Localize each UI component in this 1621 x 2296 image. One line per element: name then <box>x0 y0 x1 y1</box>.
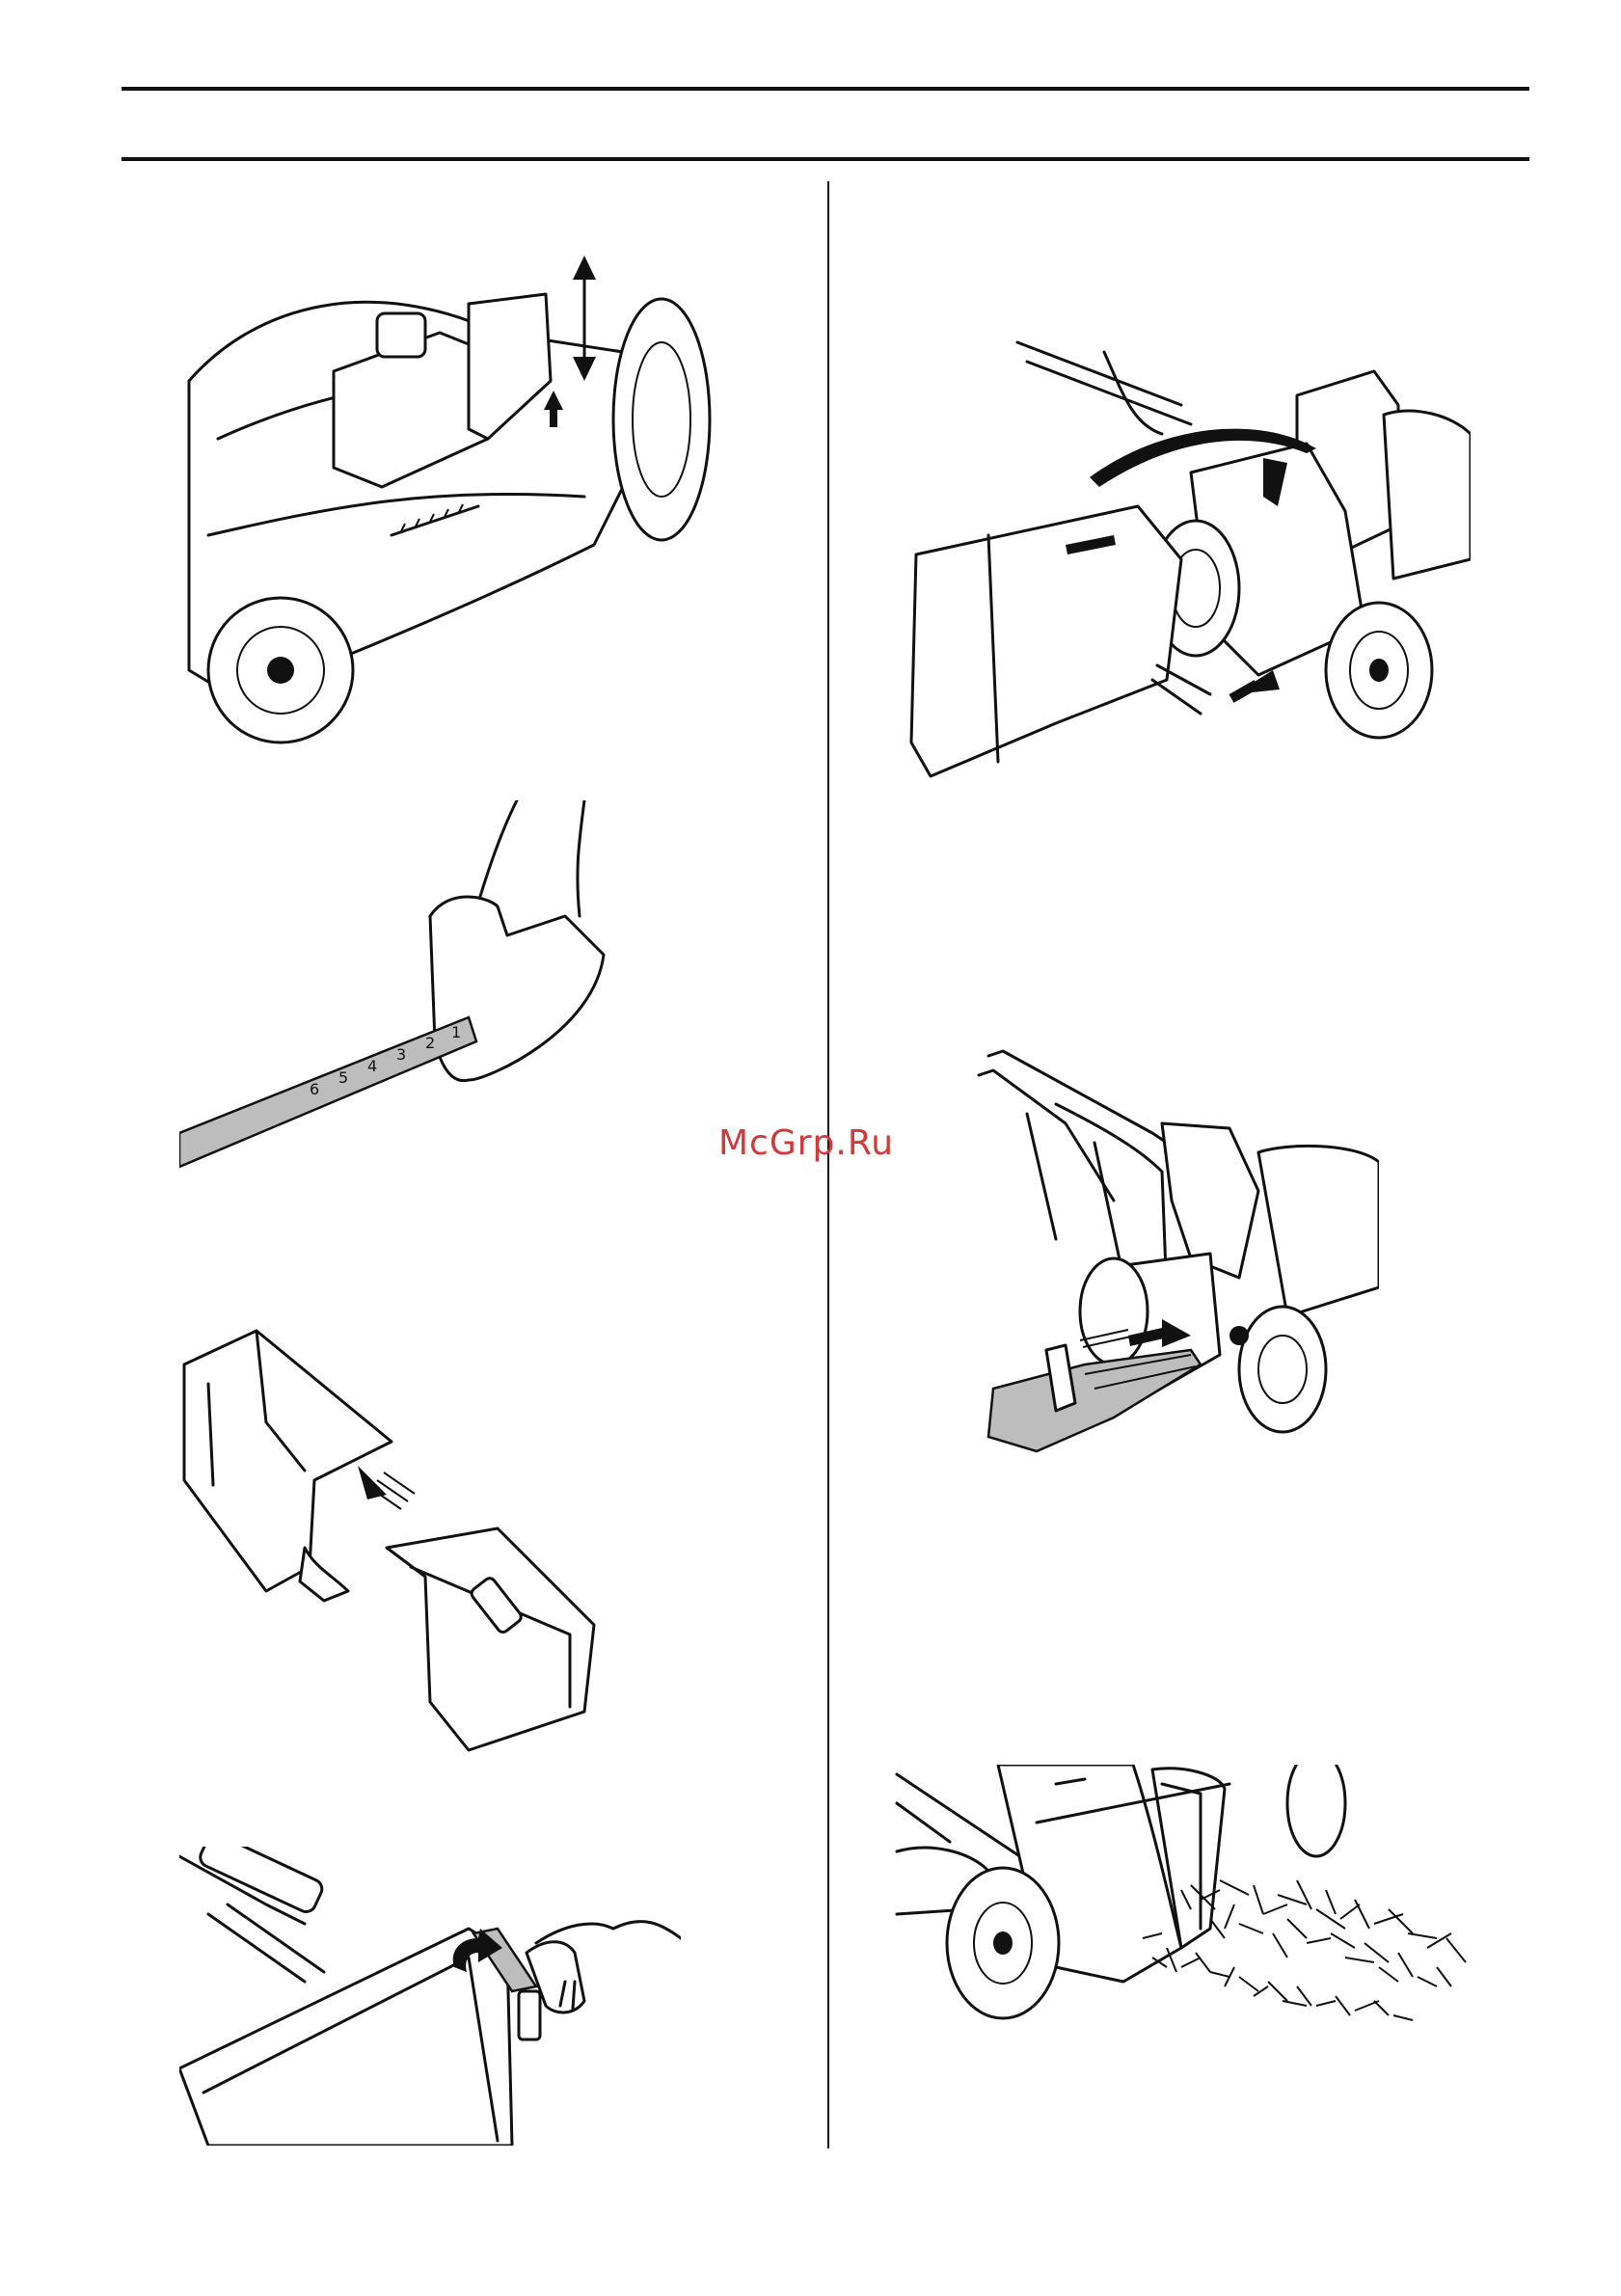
fig-bag-frame-insert <box>179 1326 604 1760</box>
fig-side-discharge <box>892 1765 1471 2097</box>
mower-grass-bag-attach-icon <box>892 338 1471 786</box>
scale-label: 6 <box>310 1080 319 1098</box>
scale-label: 4 <box>367 1057 377 1075</box>
mower-mulch-plug-icon <box>969 1046 1379 1461</box>
fig-bag-clip <box>179 1847 681 2146</box>
grass-bag-frame-icon <box>179 1326 604 1760</box>
scale-label: 1 <box>451 1023 461 1041</box>
scale-label: 5 <box>338 1068 348 1087</box>
fig-mulch-plug <box>969 1046 1379 1461</box>
height-scale-detail-icon: 6 5 4 3 2 1 <box>179 800 623 1205</box>
mower-side-discharge-icon <box>892 1765 1471 2097</box>
header-rule-top <box>122 87 1529 91</box>
watermark-text: McGrp.Ru <box>718 1123 894 1163</box>
mower-height-adjust-icon <box>179 246 724 747</box>
grass-bag-clip-icon <box>179 1847 681 2146</box>
fig-height-adjust <box>179 246 724 747</box>
fig-bag-attach <box>892 338 1471 786</box>
column-divider <box>827 181 829 2148</box>
header-rule-bottom <box>122 157 1529 161</box>
scale-label: 2 <box>425 1034 435 1052</box>
fig-height-scale: 6 5 4 3 2 1 <box>179 800 623 1205</box>
scale-label: 3 <box>396 1045 406 1064</box>
